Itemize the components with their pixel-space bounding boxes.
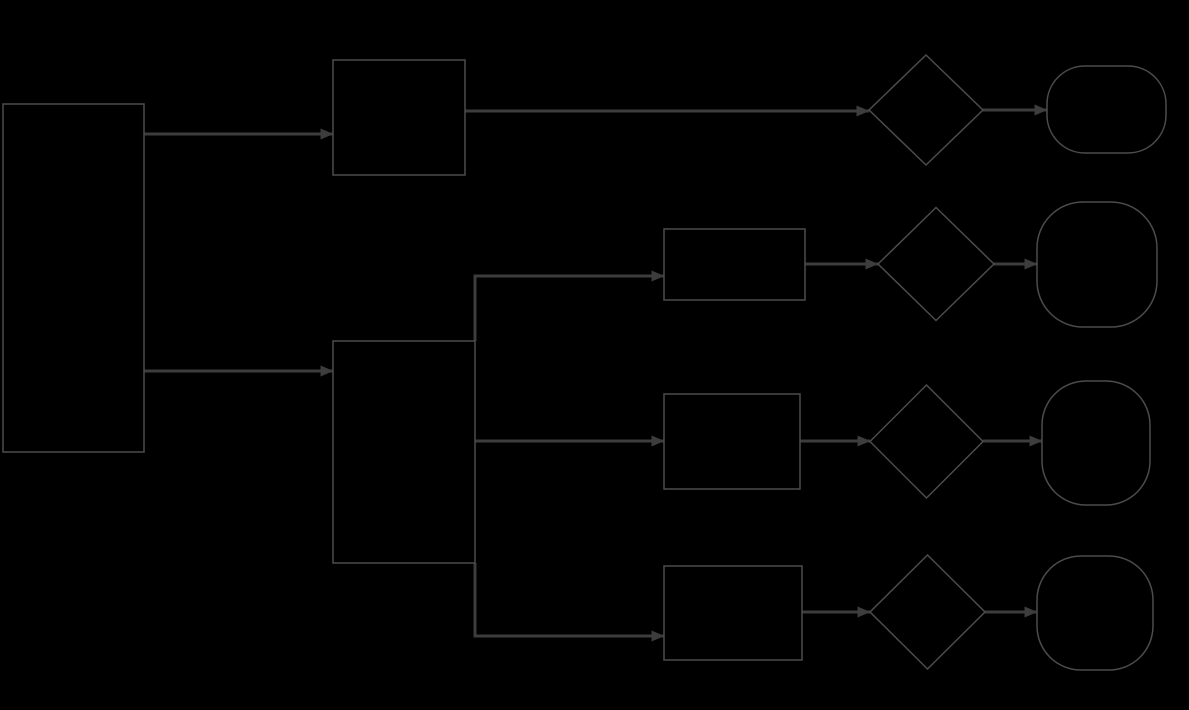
flow-node-terminator-1 [1046,65,1167,154]
flow-node-process-branch-3 [663,565,803,661]
flow-node-decision-2 [876,206,996,322]
flow-node-terminator-3 [1041,380,1151,506]
nodes-layer [2,53,1167,671]
flow-node-process-top [332,59,466,176]
flow-node-decision-4 [868,553,987,671]
flow-node-process-main [332,340,476,564]
flow-edge-process-main-to-branch-1 [473,270,665,341]
edges-layer [144,104,1048,642]
flow-edge-process-main-to-branch-3 [473,563,665,642]
flow-node-process-branch-2 [663,393,801,490]
flow-node-decision-3 [868,383,985,500]
flow-node-terminator-4 [1036,555,1154,671]
flow-node-process-branch-1 [663,228,806,301]
flow-node-decision-1 [867,53,985,167]
flow-node-source-rect [2,103,145,453]
flow-node-terminator-2 [1036,201,1158,328]
